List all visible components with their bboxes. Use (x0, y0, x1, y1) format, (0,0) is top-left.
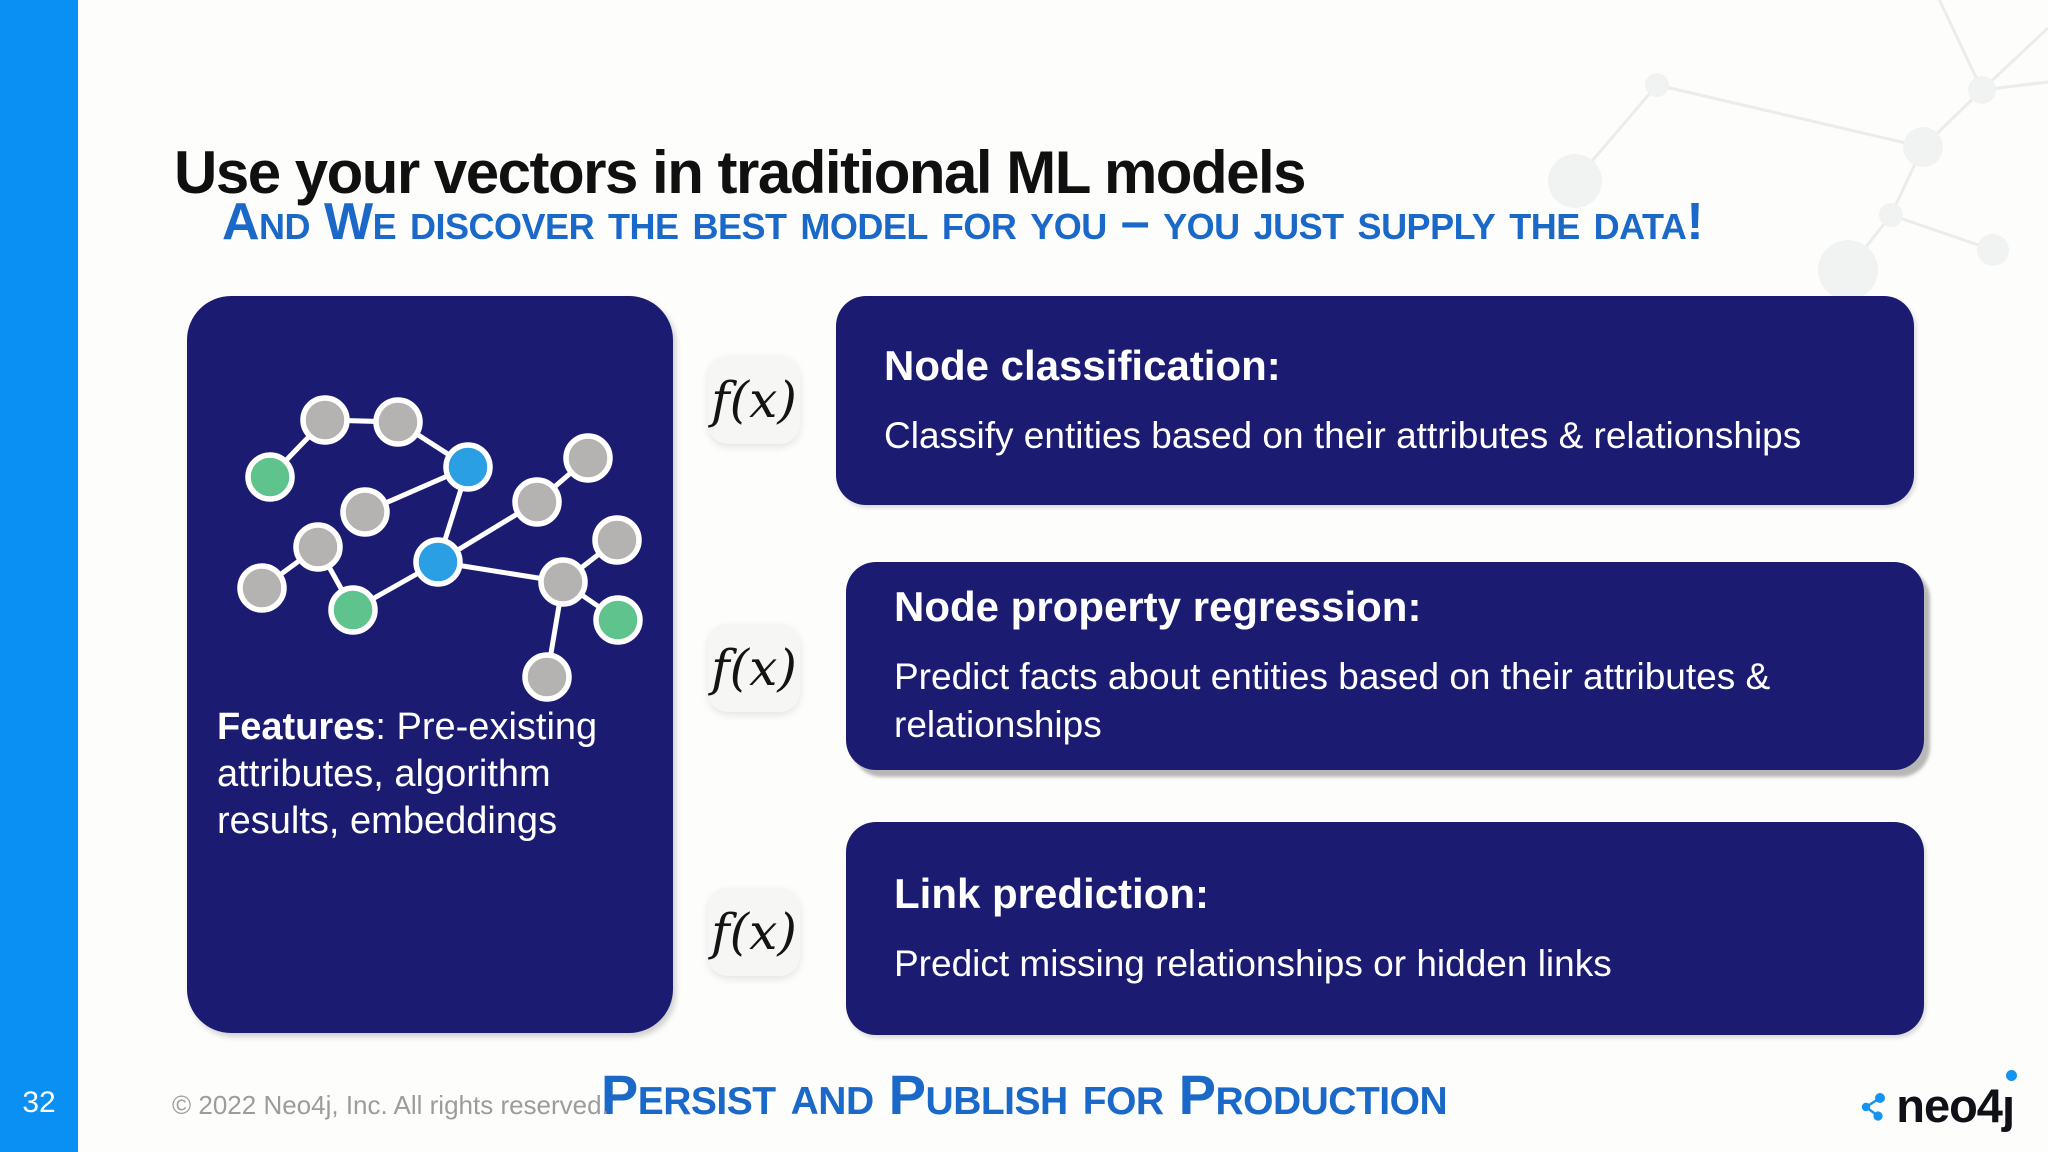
graph-node-gray (522, 652, 572, 702)
production-note: Persist and Publish for Production (600, 1063, 1448, 1126)
graph-node-gray (237, 563, 287, 613)
fx-badge-2: f(x) (708, 624, 800, 712)
features-label-bold: Features (217, 706, 376, 748)
features-card: Features: Pre-existing attributes, algor… (187, 296, 673, 1033)
neo4j-graph-icon (1862, 1092, 1886, 1121)
logo-text-j: ȷ (2001, 1070, 2017, 1133)
logo-text-main: neo4 (1896, 1079, 2003, 1132)
graph-node-blue (443, 442, 493, 492)
graph-node-gray (512, 477, 562, 527)
ml-box-link-prediction: Link prediction: Predict missing relatio… (846, 822, 1924, 1035)
features-graph (237, 395, 643, 702)
graph-node-gray (300, 395, 350, 445)
graph-node-green (245, 452, 295, 502)
graph-node-green (328, 585, 378, 635)
graph-node-gray (340, 487, 390, 537)
page-number: 32 (22, 1086, 56, 1119)
ml-box-node-property-regression: Node property regression: Predict facts … (846, 562, 1924, 770)
graph-node-gray (563, 433, 613, 483)
graph-node-gray (293, 522, 343, 572)
ml-box-body: Classify entities based on their attribu… (884, 414, 1802, 456)
ml-box-heading: Node property regression: (894, 583, 1422, 630)
background-network-decoration (1548, 0, 2048, 300)
graph-node-gray (592, 515, 642, 565)
decor-nodes (1548, 73, 2009, 300)
ml-box-node-classification: Node classification: Classify entities b… (836, 296, 1914, 505)
copyright-text: © 2022 Neo4j, Inc. All rights reserved. (172, 1090, 609, 1120)
slide-title: Use your vectors in traditional ML model… (174, 139, 1307, 207)
fx-badge-1: f(x) (708, 356, 800, 444)
graph-node-gray (373, 397, 423, 447)
graph-node-green (593, 595, 643, 645)
features-label-rest: : Pre-existing attributes, algorithm res… (217, 706, 598, 842)
logo-dotless-j: ȷ (2001, 1079, 2015, 1132)
features-label: Features: Pre-existing attributes, algor… (217, 704, 637, 845)
slide-subtitle: And We discover the best model for you –… (222, 193, 1704, 251)
left-accent-bar (0, 0, 78, 1152)
ml-box-body: Predict missing relationships or hidden … (894, 942, 1612, 984)
graph-node-blue (413, 537, 463, 587)
fx-badge-3: f(x) (708, 888, 800, 976)
ml-box-heading: Node classification: (884, 341, 1281, 389)
ml-box-body: Predict facts about entities based on th… (894, 656, 1771, 745)
logo-j-dot (2005, 1070, 2017, 1081)
graph-node-gray (538, 557, 588, 607)
ml-box-heading: Link prediction: (894, 869, 1209, 917)
